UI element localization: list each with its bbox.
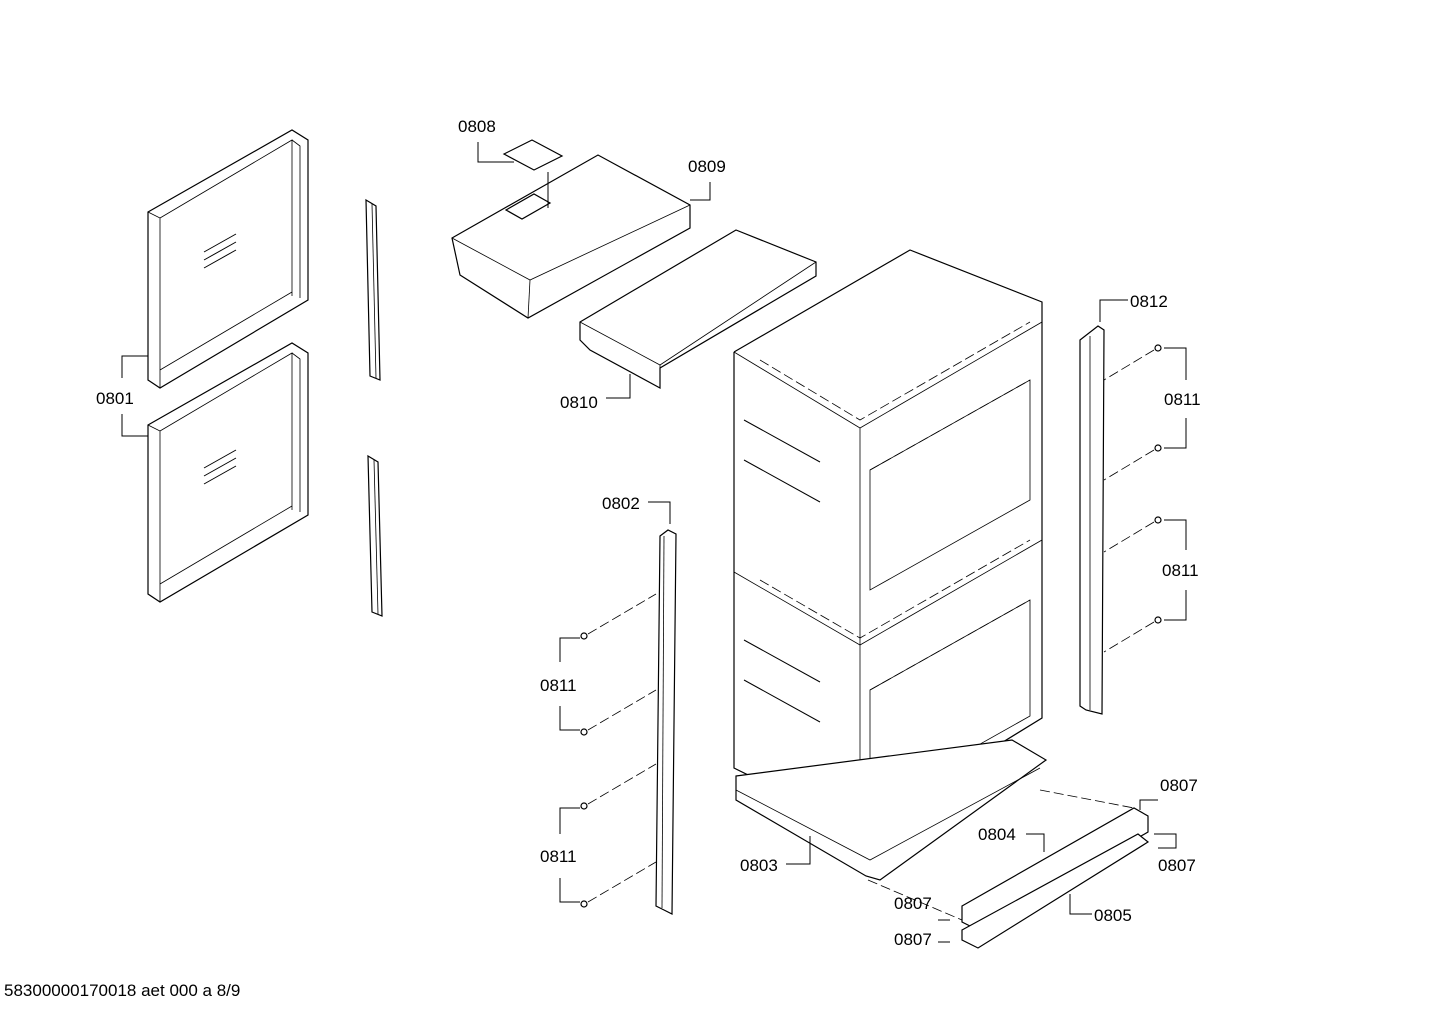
leader-0809 — [690, 182, 711, 201]
label-0811-left-lower: 0811 — [540, 847, 577, 866]
leader-0801 — [121, 355, 148, 437]
label-0805: 0805 — [1094, 906, 1132, 925]
oven-cavity-frame — [733, 249, 1043, 831]
small-plate-0808 — [502, 139, 564, 171]
label-0807-b: 0807 — [1158, 856, 1196, 875]
vent-slots-upper — [203, 233, 237, 269]
side-strip-lower — [367, 454, 383, 617]
label-0811-right-upper: 0811 — [1164, 390, 1201, 409]
label-0808: 0808 — [458, 117, 496, 136]
vertical-rail-right — [1079, 325, 1105, 715]
vent-slots-lower — [203, 449, 237, 485]
leader-0803 — [786, 836, 811, 865]
label-0807-d: 0807 — [894, 930, 932, 949]
top-cover — [451, 154, 691, 319]
label-0803: 0803 — [740, 856, 778, 875]
document-footer-id: 58300000170018 aet 000 a 8/9 — [4, 981, 241, 1000]
label-0804: 0804 — [978, 825, 1016, 844]
leader-0812 — [1099, 299, 1128, 322]
label-0807-c: 0807 — [894, 894, 932, 913]
screws-right — [1103, 344, 1162, 653]
screws-left — [580, 593, 657, 908]
label-0807-a: 0807 — [1160, 776, 1198, 795]
label-0802: 0802 — [602, 494, 640, 513]
leader-0808 — [477, 142, 549, 208]
vertical-rail-left — [655, 529, 677, 915]
bottom-trim — [867, 789, 1150, 949]
side-panel-upper — [147, 129, 309, 389]
side-panel-lower — [147, 342, 309, 603]
base-tray — [735, 739, 1048, 881]
label-0811-right-lower: 0811 — [1162, 561, 1199, 580]
leader-0805 — [1069, 894, 1092, 915]
label-0810: 0810 — [560, 393, 598, 412]
front-trim — [579, 229, 817, 390]
leader-0811-left — [559, 637, 580, 903]
label-0801: 0801 — [96, 389, 134, 408]
label-0809: 0809 — [688, 157, 726, 176]
leader-0802 — [648, 501, 671, 524]
label-0811-left-upper: 0811 — [540, 676, 577, 695]
leader-0811-right — [1164, 347, 1187, 621]
leader-0804 — [1026, 833, 1045, 852]
leader-0810 — [606, 374, 631, 399]
side-strip-upper — [365, 198, 381, 381]
leader-0807 — [938, 799, 1177, 943]
label-0812: 0812 — [1130, 292, 1168, 311]
